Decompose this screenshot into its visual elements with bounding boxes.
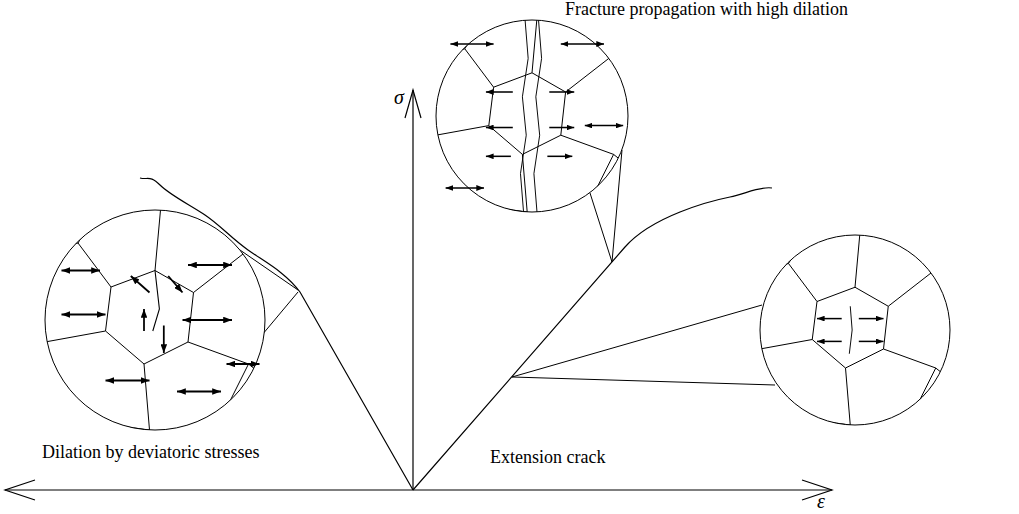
inset-caption: Extension crack — [488, 448, 607, 468]
inset-caption: Fracture propagation with high dilation — [563, 0, 850, 20]
grain-inset — [426, 1, 637, 222]
axes — [5, 90, 832, 500]
axis-label: ε — [815, 490, 827, 512]
grain-inset — [34, 188, 276, 441]
axis-label: σ — [392, 86, 406, 108]
grain-inset — [751, 216, 960, 435]
inset-caption: Dilation by deviatoric stresses — [40, 443, 261, 463]
